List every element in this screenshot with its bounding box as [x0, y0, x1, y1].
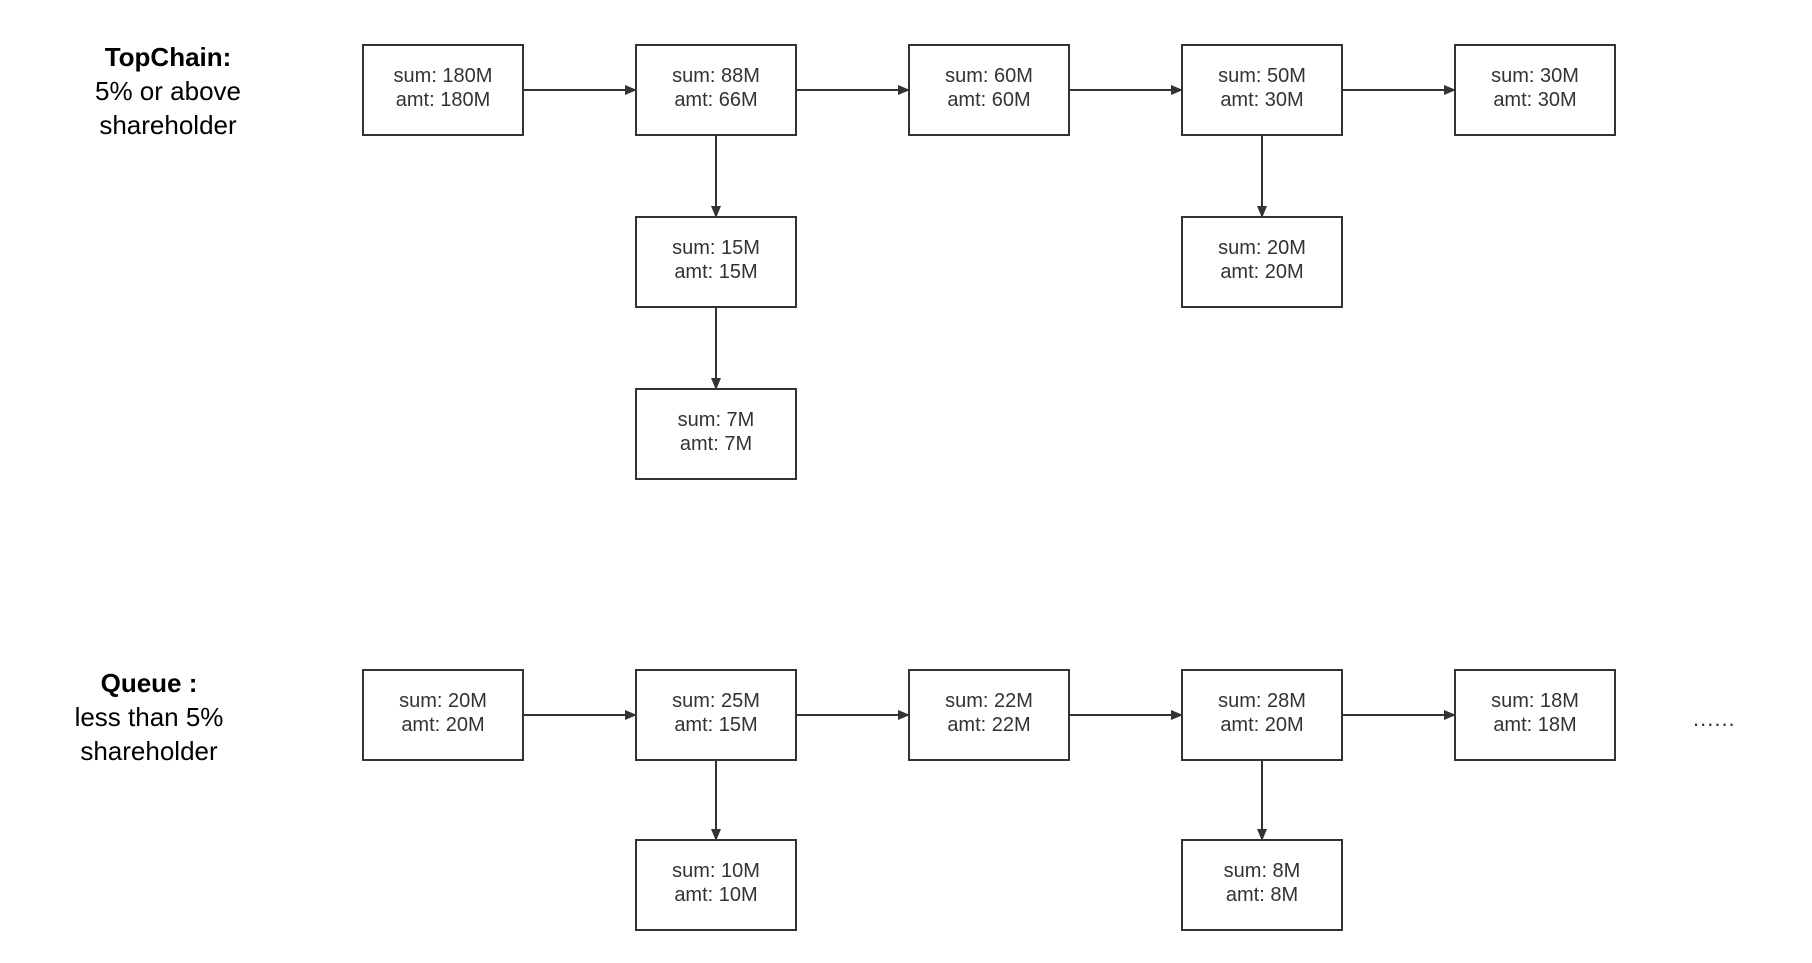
node-box: [635, 44, 797, 136]
topchain-title: TopChain:: [104, 42, 232, 72]
node-sum-label: sum: 88M: [672, 65, 760, 87]
node-box: [635, 669, 797, 761]
node-amt-label: amt: 20M: [1220, 261, 1303, 283]
node-box: [362, 44, 524, 136]
queue-subtitle-line2: shareholder: [80, 736, 218, 766]
node-box: [1454, 44, 1616, 136]
node-sum-label: sum: 18M: [1491, 690, 1579, 712]
node-amt-label: amt: 15M: [674, 714, 757, 736]
topchain-subtitle-line2: shareholder: [99, 110, 237, 140]
node-amt-label: amt: 15M: [674, 261, 757, 283]
node-amt-label: amt: 20M: [401, 714, 484, 736]
node-sum-label: sum: 180M: [394, 65, 493, 87]
topchain-subtitle-line1: 5% or above: [95, 76, 241, 106]
node-box: [1181, 44, 1343, 136]
node-box: [635, 216, 797, 308]
node-amt-label: amt: 30M: [1220, 89, 1303, 111]
node-sum-label: sum: 28M: [1218, 690, 1306, 712]
node-box: [1181, 216, 1343, 308]
node-box: [1181, 839, 1343, 931]
node-sum-label: sum: 8M: [1224, 860, 1301, 882]
node-amt-label: amt: 7M: [680, 433, 752, 455]
node-sum-label: sum: 22M: [945, 690, 1033, 712]
node-sum-label: sum: 50M: [1218, 65, 1306, 87]
node-amt-label: amt: 66M: [674, 89, 757, 111]
node-sum-label: sum: 7M: [678, 409, 755, 431]
node-box: [908, 44, 1070, 136]
node-amt-label: amt: 60M: [947, 89, 1030, 111]
node-amt-label: amt: 22M: [947, 714, 1030, 736]
node-sum-label: sum: 10M: [672, 860, 760, 882]
node-amt-label: amt: 18M: [1493, 714, 1576, 736]
topchain-heading: TopChain: 5% or above shareholder: [95, 40, 241, 142]
node-box: [362, 669, 524, 761]
node-sum-label: sum: 15M: [672, 237, 760, 259]
node-sum-label: sum: 20M: [1218, 237, 1306, 259]
node-box: [635, 839, 797, 931]
node-sum-label: sum: 60M: [945, 65, 1033, 87]
node-box: [908, 669, 1070, 761]
node-box: [1181, 669, 1343, 761]
queue-title: Queue :: [100, 668, 198, 698]
node-amt-label: amt: 8M: [1226, 884, 1298, 906]
node-amt-label: amt: 30M: [1493, 89, 1576, 111]
queue-subtitle-line1: less than 5%: [74, 702, 224, 732]
node-sum-label: sum: 20M: [399, 690, 487, 712]
node-amt-label: amt: 20M: [1220, 714, 1303, 736]
node-sum-label: sum: 25M: [672, 690, 760, 712]
node-amt-label: amt: 10M: [674, 884, 757, 906]
more-items-ellipsis: ......: [1693, 706, 1736, 731]
node-box: [1454, 669, 1616, 761]
node-sum-label: sum: 30M: [1491, 65, 1579, 87]
node-amt-label: amt: 180M: [396, 89, 490, 111]
queue-heading: Queue : less than 5% shareholder: [75, 666, 224, 768]
edges-layer: [523, 85, 1456, 841]
node-box: [635, 388, 797, 480]
